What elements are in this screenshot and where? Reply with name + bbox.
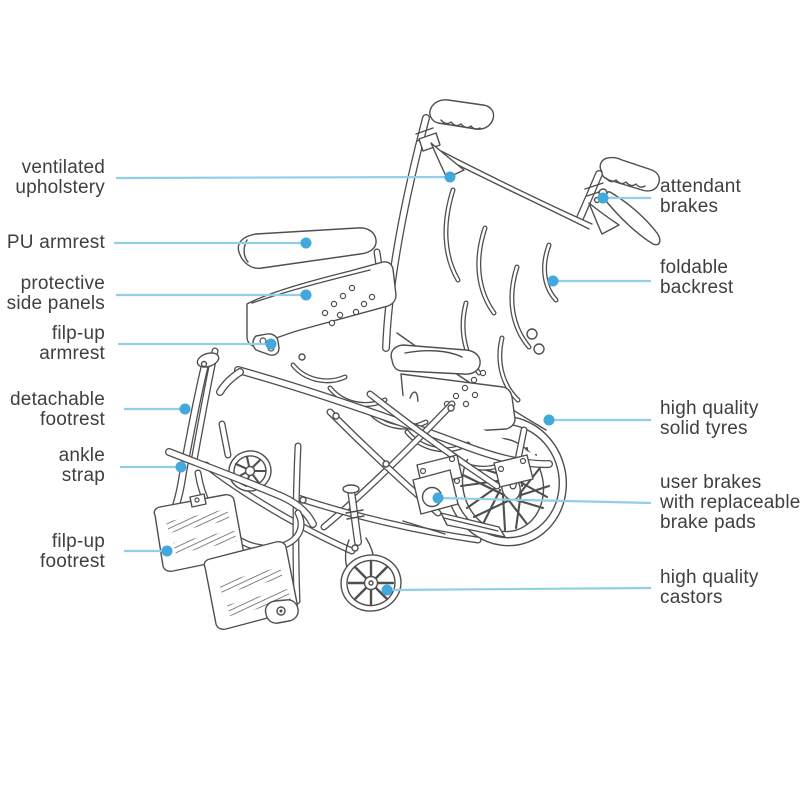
label-high-quality-solid-tyres: high quality solid tyres (660, 399, 759, 439)
leader-dot (161, 545, 173, 557)
leader-dot (179, 403, 191, 415)
label-detachable-footrest: detachable footrest (10, 390, 105, 430)
leader-line (437, 496, 652, 505)
label-ankle-strap: ankle strap (59, 446, 105, 486)
label-line: armrest (39, 343, 105, 364)
label-line: footrest (40, 409, 105, 430)
label-line: strap (61, 465, 105, 486)
label-line: castors (660, 587, 723, 608)
label-line: foldable (660, 257, 729, 278)
label-pu-armrest: PU armrest (7, 233, 105, 253)
label-user-brakes: user brakes with replaceable brake pads (660, 473, 800, 533)
label-ventilated-upholstery: ventilated upholstery (15, 158, 105, 198)
wheelchair-illustration (153, 99, 661, 630)
user-brake (402, 454, 506, 538)
label-foldable-backrest: foldable backrest (660, 258, 733, 298)
label-line: detachable (10, 389, 105, 410)
label-line: solid tyres (660, 418, 748, 439)
leader-dot (300, 289, 312, 301)
leader-dot (432, 492, 444, 504)
leader-dot (444, 171, 456, 183)
leader-dot (175, 461, 187, 473)
label-line: ankle (58, 445, 105, 466)
label-filp-up-footrest: filp-up footrest (40, 532, 105, 572)
label-line: ventilated (21, 157, 105, 178)
front-assembly (153, 347, 402, 630)
leader-line (386, 586, 652, 592)
label-line: high quality (660, 567, 759, 588)
label-attendant-brakes: attendant brakes (660, 177, 741, 217)
leader-dot (597, 192, 609, 204)
label-line: protective (20, 273, 105, 294)
leader-dot (543, 414, 555, 426)
label-line: PU armrest (6, 232, 105, 253)
label-line: attendant (660, 176, 742, 197)
label-line: side panels (6, 293, 105, 314)
front-caster-wheel (340, 484, 402, 612)
leader-dot (265, 338, 277, 350)
label-protective-side-panels: protective side panels (7, 274, 105, 314)
label-filp-up-armrest: filp-up armrest (39, 324, 105, 364)
left-footplate (153, 493, 244, 572)
label-line: filp-up (51, 323, 105, 344)
label-line: high quality (660, 398, 759, 419)
label-high-quality-castors: high quality castors (660, 568, 759, 608)
near-push-handle (382, 99, 495, 352)
label-line: brakes (660, 196, 719, 217)
leader-dot (547, 275, 559, 287)
leader-line (115, 175, 451, 180)
attendant-brake-lever (604, 191, 661, 246)
leader-dot (381, 584, 393, 596)
label-line: upholstery (15, 177, 105, 198)
label-line: footrest (40, 551, 105, 572)
label-line: brake pads (660, 512, 757, 533)
right-footplate (203, 541, 299, 630)
label-line: backrest (660, 277, 734, 298)
leader-dot (300, 237, 312, 249)
leader-dots (161, 171, 609, 596)
label-line: user brakes (660, 472, 762, 493)
label-line: with replaceable (660, 492, 800, 513)
leader-lines (114, 175, 652, 592)
label-line: filp-up (51, 531, 105, 552)
